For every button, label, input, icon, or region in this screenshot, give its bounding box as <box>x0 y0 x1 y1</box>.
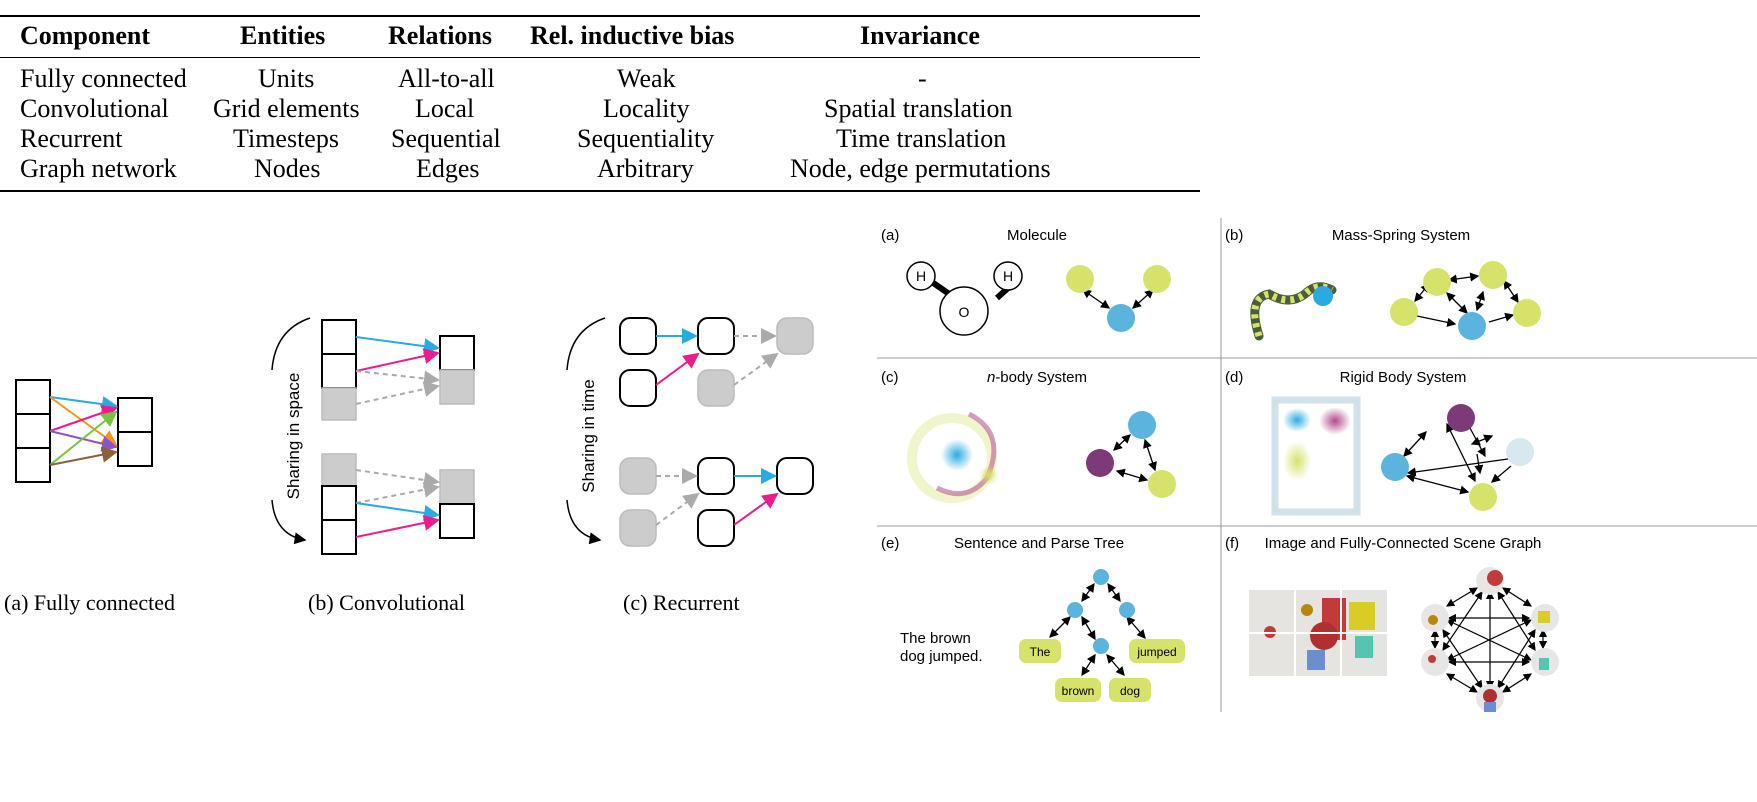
table-cell: Nodes <box>254 154 321 183</box>
table-cell: Fully connected <box>20 64 187 93</box>
graph-examples-figure: (a) Molecule H O H (b) Mass-Spring Syste… <box>877 218 1757 712</box>
panel-title: Sentence and Parse Tree <box>954 535 1124 552</box>
atom-label: O <box>959 304 970 320</box>
header-entities: Entities <box>240 21 326 50</box>
fully-connected-diagram <box>15 379 153 483</box>
panel-label: (f) <box>1225 535 1239 552</box>
panel-label: (a) <box>881 227 899 244</box>
table-cell: All-to-all <box>398 64 495 93</box>
word-node: jumped <box>1136 645 1176 659</box>
table-mid-rule <box>0 57 1200 58</box>
fc-caption: (a) Fully connected <box>4 590 176 615</box>
scene-graph-nodes <box>1421 567 1559 712</box>
panel-title: Mass-Spring System <box>1332 227 1470 244</box>
table-cell: Convolutional <box>20 94 169 123</box>
panel-scene-graph: (f) Image and Fully-Connected Scene Grap… <box>1225 535 1559 712</box>
panel-title: Image and Fully-Connected Scene Graph <box>1265 535 1542 552</box>
atom-label: H <box>1003 268 1013 284</box>
table-cell: Timesteps <box>233 124 339 153</box>
sentence-line: The brown <box>900 630 971 647</box>
table-cell: Units <box>258 64 315 93</box>
table-top-rule <box>0 15 1200 17</box>
panel-label: (b) <box>1225 227 1243 244</box>
table-cell: Grid elements <box>213 94 360 123</box>
table-cell: Edges <box>416 154 480 183</box>
table-cell: Weak <box>617 64 676 93</box>
table-cell: Graph network <box>20 154 177 183</box>
table-cell: Locality <box>603 94 690 123</box>
panel-label: (c) <box>881 369 899 386</box>
convolutional-diagram <box>271 317 475 555</box>
panel-molecule: (a) Molecule H O H <box>881 227 1171 336</box>
table-cell: Recurrent <box>20 124 123 153</box>
table-cell: Sequentiality <box>577 124 715 153</box>
header-inductive-bias: Rel. inductive bias <box>530 21 735 50</box>
panel-rigid-body: (d) Rigid Body System <box>1225 369 1534 516</box>
table-cell: - <box>918 64 927 93</box>
panel-label: (d) <box>1225 369 1243 386</box>
table-cell: Local <box>415 94 475 123</box>
conv-caption: (b) Convolutional <box>308 590 466 615</box>
header-relations: Relations <box>388 21 492 50</box>
sharing-in-time-label: Sharing in time <box>579 379 598 492</box>
header-component: Component <box>20 21 151 50</box>
architecture-diagrams: Sharing in space Sharing in time <box>15 317 814 555</box>
word-node: The <box>1030 645 1051 659</box>
header-invariance: Invariance <box>860 21 980 50</box>
panel-label: (e) <box>881 535 899 552</box>
atom-label: H <box>916 268 926 284</box>
recurrent-diagram <box>566 317 814 547</box>
scene-image <box>1249 590 1387 676</box>
panel-parse-tree: (e) Sentence and Parse Tree The brown do… <box>881 535 1185 702</box>
table-cell: Sequential <box>391 124 501 153</box>
table-cell: Node, edge permutations <box>790 154 1051 183</box>
table-cell: Spatial translation <box>824 94 1013 123</box>
panel-n-body: (c) n-body System <box>881 369 1176 503</box>
panel-title: Rigid Body System <box>1340 369 1467 386</box>
table-cell: Time translation <box>836 124 1007 153</box>
table-cell: Arbitrary <box>597 154 694 183</box>
panel-title: n-body System <box>987 369 1087 386</box>
sharing-in-space-label: Sharing in space <box>284 373 303 500</box>
rec-caption: (c) Recurrent <box>623 590 740 615</box>
table-bottom-rule <box>0 190 1200 192</box>
panel-title: Molecule <box>1007 227 1067 244</box>
scene-graph-edges <box>1430 587 1548 693</box>
word-node: dog <box>1120 684 1140 698</box>
word-node: brown <box>1062 684 1095 698</box>
panel-mass-spring: (b) Mass-Spring System <box>1225 227 1541 341</box>
sentence-line: dog jumped. <box>900 648 983 665</box>
